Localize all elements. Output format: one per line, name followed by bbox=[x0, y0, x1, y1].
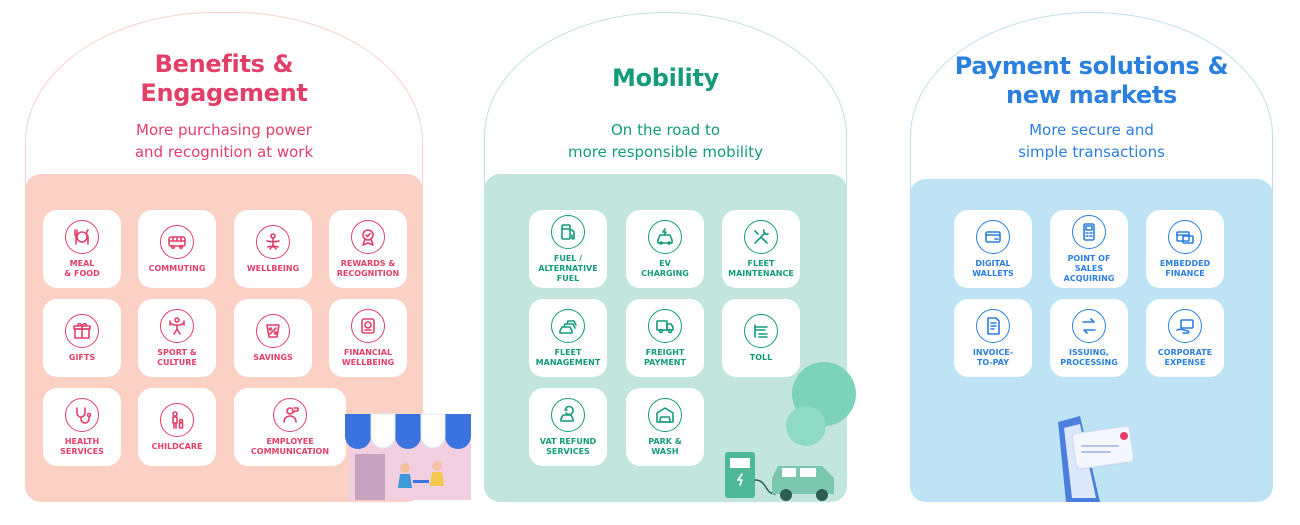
tile-label: SPORT & CULTURE bbox=[157, 347, 197, 367]
wallet-icon bbox=[976, 219, 1010, 254]
park-wash-icon bbox=[648, 397, 682, 432]
tile-park-wash[interactable]: PARK & WASH bbox=[626, 388, 704, 466]
panel-subtitle: More purchasing power and recognition at… bbox=[134, 121, 314, 161]
tile-wellbeing[interactable]: WELLBEING bbox=[234, 210, 312, 288]
panel-title: Payment solutions & new markets bbox=[954, 52, 1229, 109]
expense-icon bbox=[1168, 308, 1202, 343]
sport-icon bbox=[160, 308, 194, 343]
tile-label: VAT REFUND SERVICES bbox=[539, 436, 597, 456]
tile-label: INVOICE- TO-PAY bbox=[972, 347, 1014, 367]
tile-label: FLEET MAINTENANCE bbox=[728, 258, 794, 278]
tile-digital-wallets[interactable]: DIGITAL WALLETS bbox=[954, 210, 1032, 288]
panel-subtitle: More secure and simple transactions bbox=[1018, 121, 1165, 161]
communication-icon bbox=[273, 397, 307, 432]
tile-label: EMBEDDED FINANCE bbox=[1159, 258, 1211, 278]
meal-icon bbox=[65, 219, 99, 254]
tile-label: CHILDCARE bbox=[151, 441, 203, 451]
tile-label: GIFTS bbox=[68, 352, 96, 362]
tile-label: COMMUTING bbox=[148, 263, 206, 273]
mobility-panel: Mobility On the road to more responsible… bbox=[484, 12, 856, 502]
cafe-shop-illustration bbox=[345, 413, 471, 500]
tile-sport-culture[interactable]: SPORT & CULTURE bbox=[138, 299, 216, 377]
tile-toll[interactable]: TOLL bbox=[722, 299, 800, 377]
gift-icon bbox=[65, 313, 99, 348]
invoice-icon bbox=[976, 308, 1010, 343]
tile-label: PARK & WASH bbox=[648, 436, 682, 456]
tile-label: POINT OF SALES ACQUIRING bbox=[1063, 253, 1115, 283]
tile-meal-food[interactable]: MEAL & FOOD bbox=[43, 210, 121, 288]
panel-title: Benefits & Engagement bbox=[140, 50, 308, 107]
tile-label: ISSUING, PROCESSING bbox=[1060, 347, 1118, 367]
fuel-icon bbox=[551, 214, 585, 249]
financial-icon bbox=[351, 308, 385, 343]
vat-refund-icon bbox=[551, 397, 585, 432]
tile-label: FLEET MANAGEMENT bbox=[535, 347, 601, 367]
embedded-icon bbox=[1168, 219, 1202, 254]
tile-label: CORPORATE EXPENSE bbox=[1157, 347, 1213, 367]
tile-freight-payment[interactable]: FREIGHT PAYMENT bbox=[626, 299, 704, 377]
tile-label: FINANCIAL WELLBEING bbox=[341, 347, 395, 367]
award-icon bbox=[351, 219, 385, 254]
tile-issuing-processing[interactable]: ISSUING, PROCESSING bbox=[1050, 299, 1128, 377]
payment-card-illustration bbox=[1058, 416, 1135, 502]
tile-rewards-recognition[interactable]: REWARDS & RECOGNITION bbox=[329, 210, 407, 288]
tile-label: FREIGHT PAYMENT bbox=[644, 347, 686, 367]
bus-icon bbox=[160, 224, 194, 259]
tile-employee-communication[interactable]: EMPLOYEE COMMUNICATION bbox=[234, 388, 346, 466]
tile-financial-wellbeing[interactable]: FINANCIAL WELLBEING bbox=[329, 299, 407, 377]
tile-fleet-management[interactable]: FLEET MANAGEMENT bbox=[529, 299, 607, 377]
panel-title: Mobility bbox=[612, 64, 719, 92]
tile-health-services[interactable]: HEALTH SERVICES bbox=[43, 388, 121, 466]
tile-savings[interactable]: SAVINGS bbox=[234, 299, 312, 377]
tile-corporate-expense[interactable]: CORPORATE EXPENSE bbox=[1146, 299, 1224, 377]
tile-fleet-maintenance[interactable]: FLEET MAINTENANCE bbox=[722, 210, 800, 288]
tile-label: TOLL bbox=[749, 352, 773, 362]
tile-label: MEAL & FOOD bbox=[64, 258, 100, 278]
tile-label: EMPLOYEE COMMUNICATION bbox=[250, 436, 330, 456]
fleet-icon bbox=[551, 308, 585, 343]
tile-label: SAVINGS bbox=[253, 352, 293, 362]
ev-charging-icon bbox=[648, 219, 682, 254]
exchange-icon bbox=[1072, 308, 1106, 343]
tile-invoice-to-pay[interactable]: INVOICE- TO-PAY bbox=[954, 299, 1032, 377]
tile-embedded-finance[interactable]: EMBEDDED FINANCE bbox=[1146, 210, 1224, 288]
tile-label: DIGITAL WALLETS bbox=[972, 258, 1014, 278]
ev-station-illustration bbox=[725, 362, 856, 501]
benefits-engagement-panel: Benefits & Engagement More purchasing po… bbox=[25, 12, 471, 502]
pos-icon bbox=[1072, 214, 1106, 249]
toll-icon bbox=[744, 313, 778, 348]
childcare-icon bbox=[160, 402, 194, 437]
tile-label: FUEL / ALTERNATIVE FUEL bbox=[538, 253, 598, 283]
tile-pos-acquiring[interactable]: POINT OF SALES ACQUIRING bbox=[1050, 210, 1128, 288]
tile-vat-refund[interactable]: VAT REFUND SERVICES bbox=[529, 388, 607, 466]
panel-subtitle: On the road to more responsible mobility bbox=[568, 121, 763, 161]
tile-fuel[interactable]: FUEL / ALTERNATIVE FUEL bbox=[529, 210, 607, 288]
payment-solutions-panel: Payment solutions & new markets More sec… bbox=[910, 12, 1273, 502]
savings-icon bbox=[256, 313, 290, 348]
tile-label: HEALTH SERVICES bbox=[60, 436, 104, 456]
truck-icon bbox=[648, 308, 682, 343]
stethoscope-icon bbox=[65, 397, 99, 432]
tile-ev-charging[interactable]: EV CHARGING bbox=[626, 210, 704, 288]
tile-label: REWARDS & RECOGNITION bbox=[336, 258, 400, 278]
wellbeing-icon bbox=[256, 224, 290, 259]
tile-commuting[interactable]: COMMUTING bbox=[138, 210, 216, 288]
tools-icon bbox=[744, 219, 778, 254]
tile-childcare[interactable]: CHILDCARE bbox=[138, 388, 216, 466]
tile-label: EV CHARGING bbox=[641, 258, 689, 278]
tile-gifts[interactable]: GIFTS bbox=[43, 299, 121, 377]
tile-label: WELLBEING bbox=[246, 263, 300, 273]
